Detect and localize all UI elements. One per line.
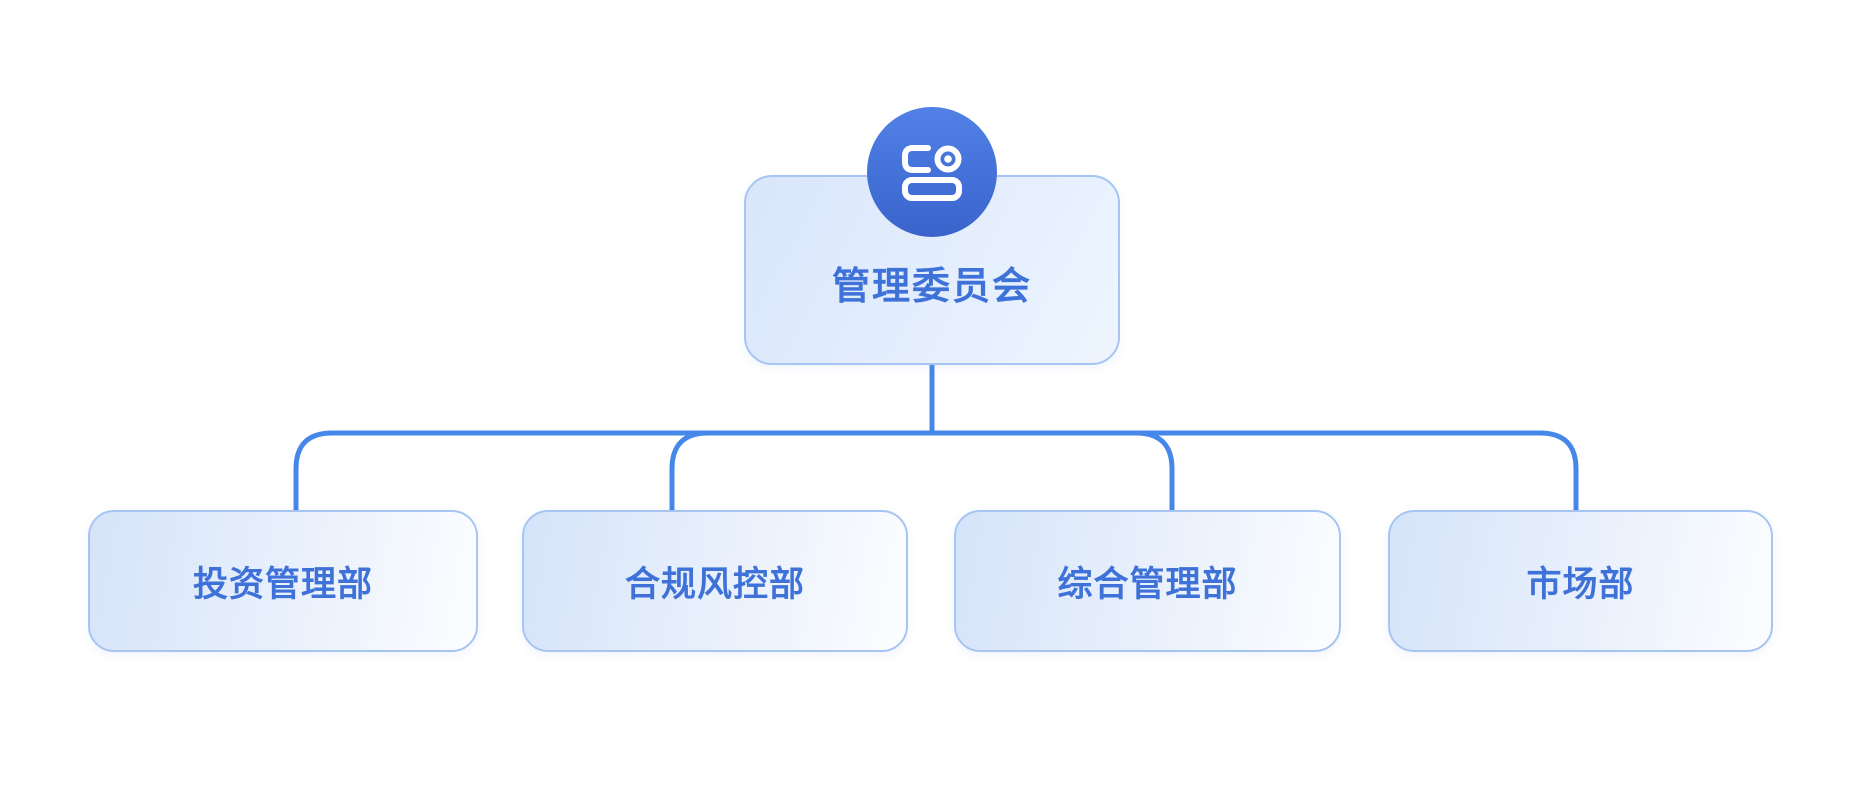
child-node-label: 综合管理部 — [1057, 564, 1238, 604]
child-node-marketing[interactable]: 市场部 — [1388, 510, 1773, 652]
child-node-label: 合规风控部 — [624, 564, 805, 604]
child-node-investment-management[interactable]: 投资管理部 — [88, 510, 478, 652]
child-node-label: 市场部 — [1526, 564, 1635, 604]
child-node-label: 投资管理部 — [192, 564, 373, 604]
root-node-badge — [867, 107, 997, 237]
child-node-general-management[interactable]: 综合管理部 — [954, 510, 1341, 652]
root-node-label: 管理委员会 — [831, 265, 1032, 308]
child-node-compliance-risk-control[interactable]: 合规风控部 — [522, 510, 908, 652]
id-card-badge-icon — [902, 145, 962, 201]
